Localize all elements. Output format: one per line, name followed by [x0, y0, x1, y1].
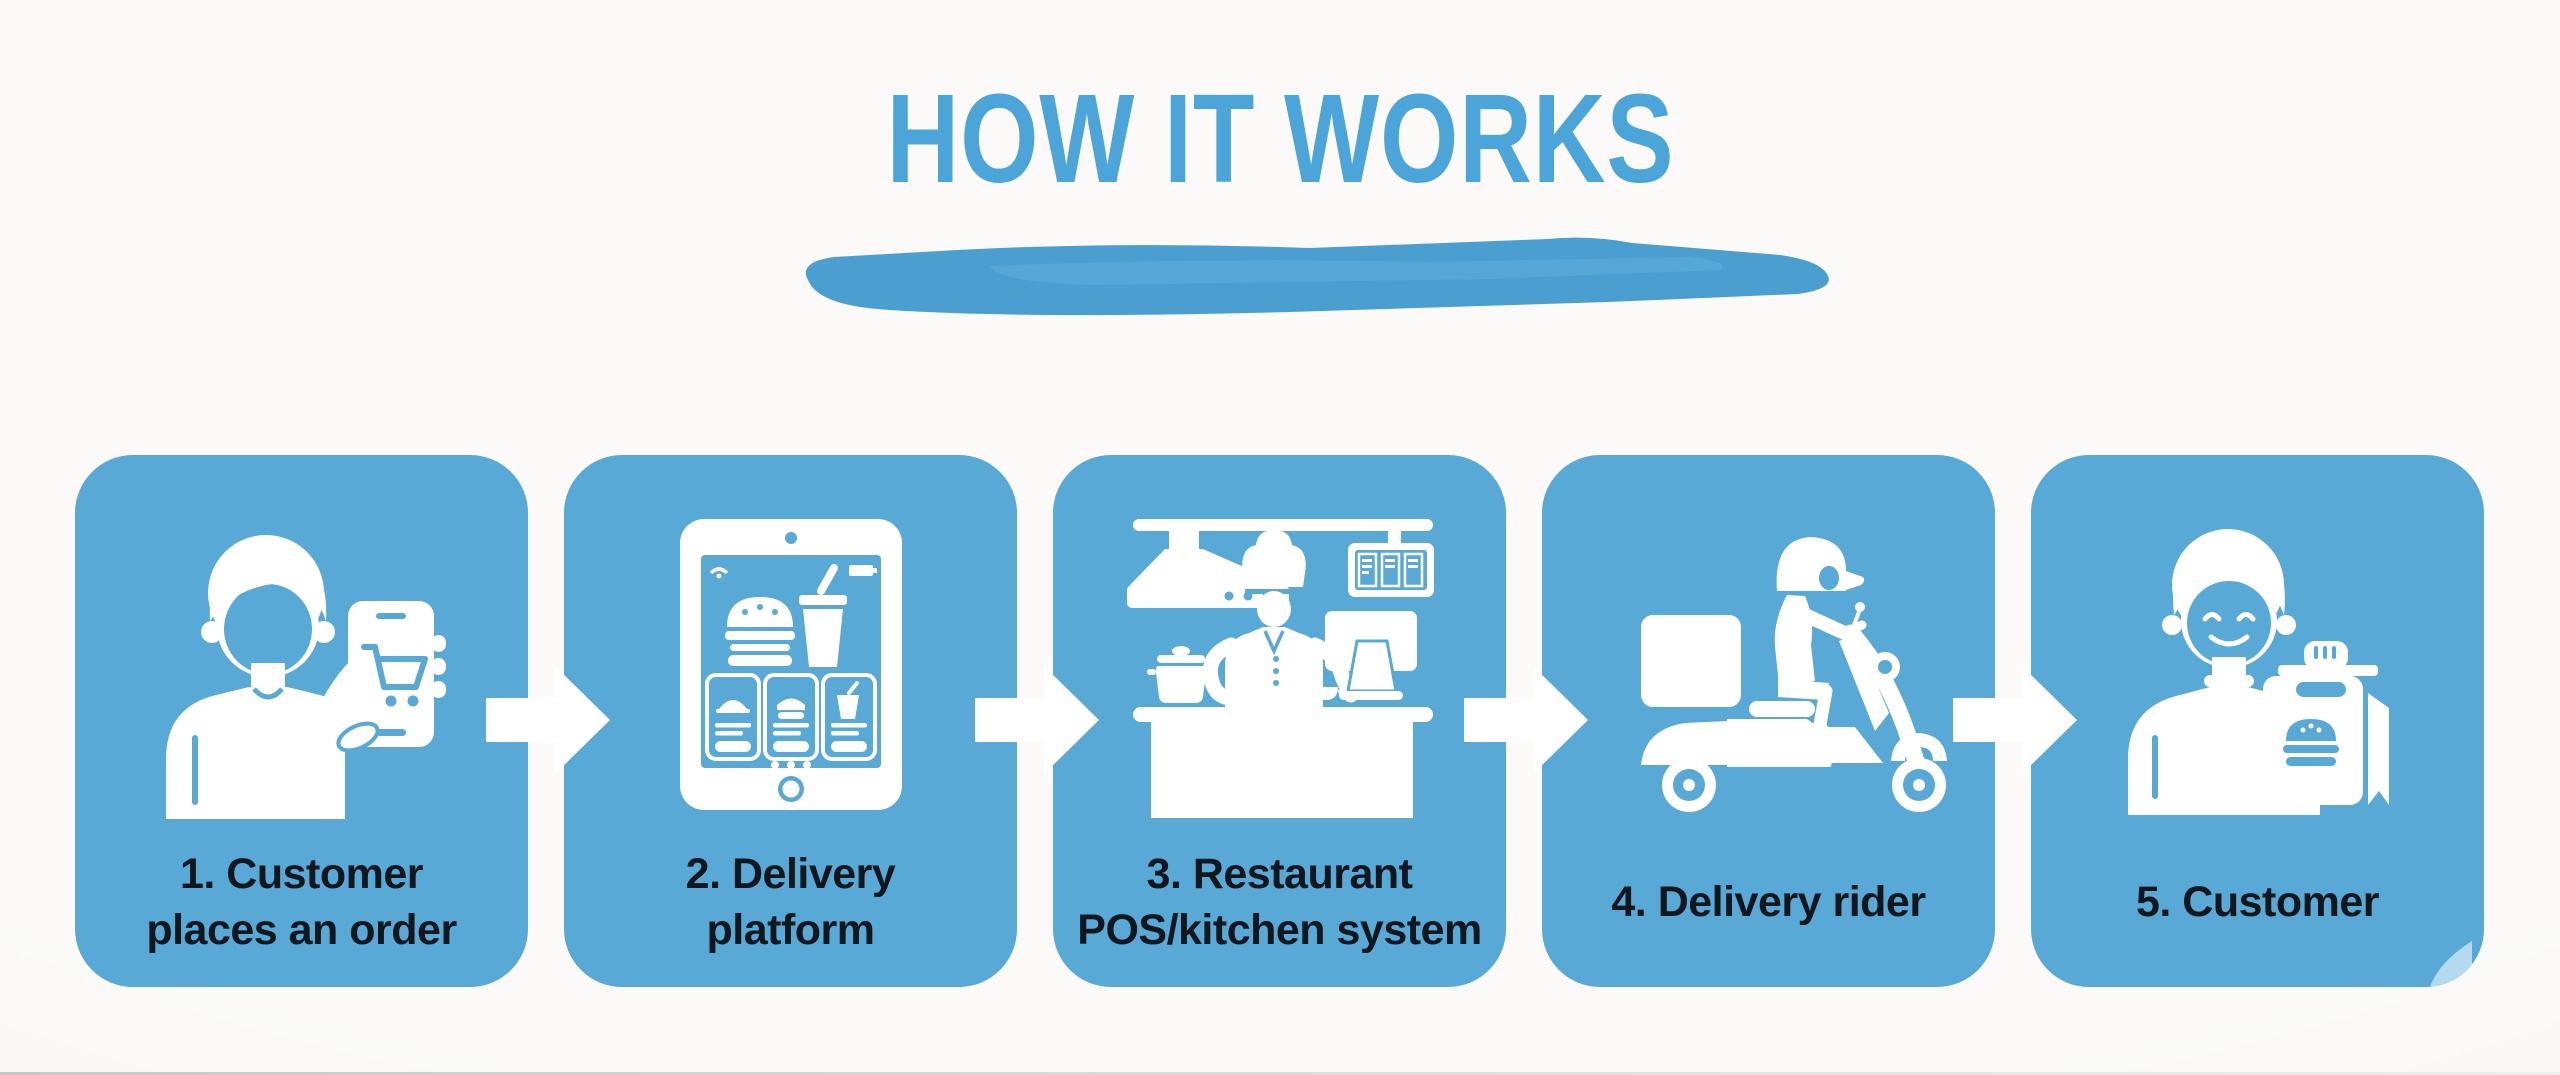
step-card-4: 4. Delivery rider — [1542, 455, 1995, 987]
step-card-2: 2. Delivery platform — [564, 455, 1017, 987]
title-underline-brush — [805, 237, 1829, 316]
customer-placing-order-phone-icon — [165, 535, 446, 819]
step-caption-2: 2. Delivery platform — [564, 843, 1017, 961]
step-card-5: 5. Customer — [2031, 455, 2484, 987]
caption-line: platform — [706, 906, 876, 954]
step-caption-3: 3. Restaurant POS/kitchen system — [1053, 843, 1506, 961]
caption-line: places an order — [146, 906, 457, 954]
caption-line: 4. Delivery rider — [1611, 878, 1926, 926]
arrow-right-icon — [1953, 666, 2077, 774]
steps-row: 1. Customer places an order — [75, 455, 2484, 987]
step-card-3: 3. Restaurant POS/kitchen system — [1053, 455, 1506, 987]
caption-line: 1. Customer — [179, 850, 424, 898]
page-title-text: HOW IT WORKS — [886, 68, 1674, 209]
step-caption-4: 4. Delivery rider — [1542, 843, 1995, 961]
arrow-right-icon — [486, 666, 610, 774]
step-caption-5: 5. Customer — [2031, 843, 2484, 961]
bottom-edge-line — [0, 1072, 2560, 1075]
delivery-rider-scooter-icon — [1640, 537, 1947, 812]
customer-receiving-food-icon — [2127, 529, 2389, 815]
step-caption-1: 1. Customer places an order — [75, 843, 528, 961]
restaurant-pos-kitchen-icon — [1126, 519, 1434, 818]
caption-line: POS/kitchen system — [1077, 906, 1482, 954]
corner-fold-decoration — [2430, 941, 2472, 987]
arrow-right-icon — [1464, 666, 1588, 774]
caption-line: 2. Delivery — [685, 850, 896, 898]
arrow-right-icon — [975, 666, 1099, 774]
caption-line: 5. Customer — [2135, 878, 2380, 926]
caption-line: 3. Restaurant — [1146, 850, 1413, 898]
delivery-platform-tablet-icon — [679, 519, 902, 810]
page-title: HOW IT WORKS — [0, 76, 2560, 202]
step-card-1: 1. Customer places an order — [75, 455, 528, 987]
